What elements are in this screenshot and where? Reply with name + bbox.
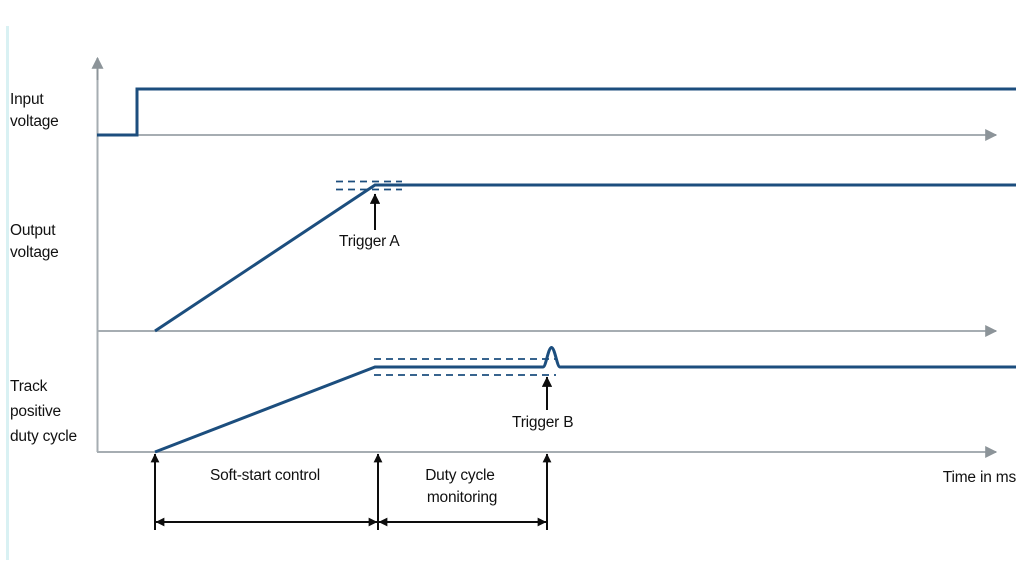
waveform-track-positive-duty-cycle (154, 345, 1016, 454)
x-axis-label: Time in ms (943, 469, 1017, 486)
signal-label-track-positive-duty-cycle-line-1: Track (10, 378, 48, 395)
panel-track-positive-duty-cycle: Trigger B (97, 345, 1016, 458)
signal-label-output-voltage-line-1: Output (10, 222, 56, 239)
signal-label-output-voltage-line-2: voltage (10, 244, 59, 261)
signal-label-track-positive-duty-cycle-line-2: positive (10, 403, 61, 420)
trigger-b-label: Trigger B (512, 414, 573, 431)
signal-label-input-voltage-line-1: Input (10, 91, 44, 108)
signal-label-input-voltage-line-2: voltage (10, 113, 59, 130)
phase-label-duty-cycle-monitoring: Duty cycle monitoring (425, 467, 499, 506)
signal-label-track-positive-duty-cycle: Track positive duty cycle (10, 378, 77, 445)
signal-label-input-voltage: Input voltage (10, 91, 59, 130)
signal-label-track-positive-duty-cycle-line-3: duty cycle (10, 428, 77, 445)
phase-label-soft-start-control: Soft-start control (210, 467, 320, 484)
phase-markers: Soft-start control Duty cycle monitoring (150, 453, 552, 530)
panel-output-voltage: Trigger A (97, 180, 1016, 337)
signal-label-output-voltage: Output voltage (10, 222, 59, 261)
panel-input-voltage (97, 87, 1016, 141)
trigger-a-label: Trigger A (339, 233, 400, 250)
signal-labels: Input voltage Output voltage Track posit… (10, 91, 77, 445)
phase-label-duty-cycle-monitoring-line-2: monitoring (427, 489, 497, 506)
phase-label-duty-cycle-monitoring-line-1: Duty cycle (425, 467, 495, 484)
waveform-output-voltage (154, 183, 1016, 333)
waveform-input-voltage (97, 87, 1016, 137)
